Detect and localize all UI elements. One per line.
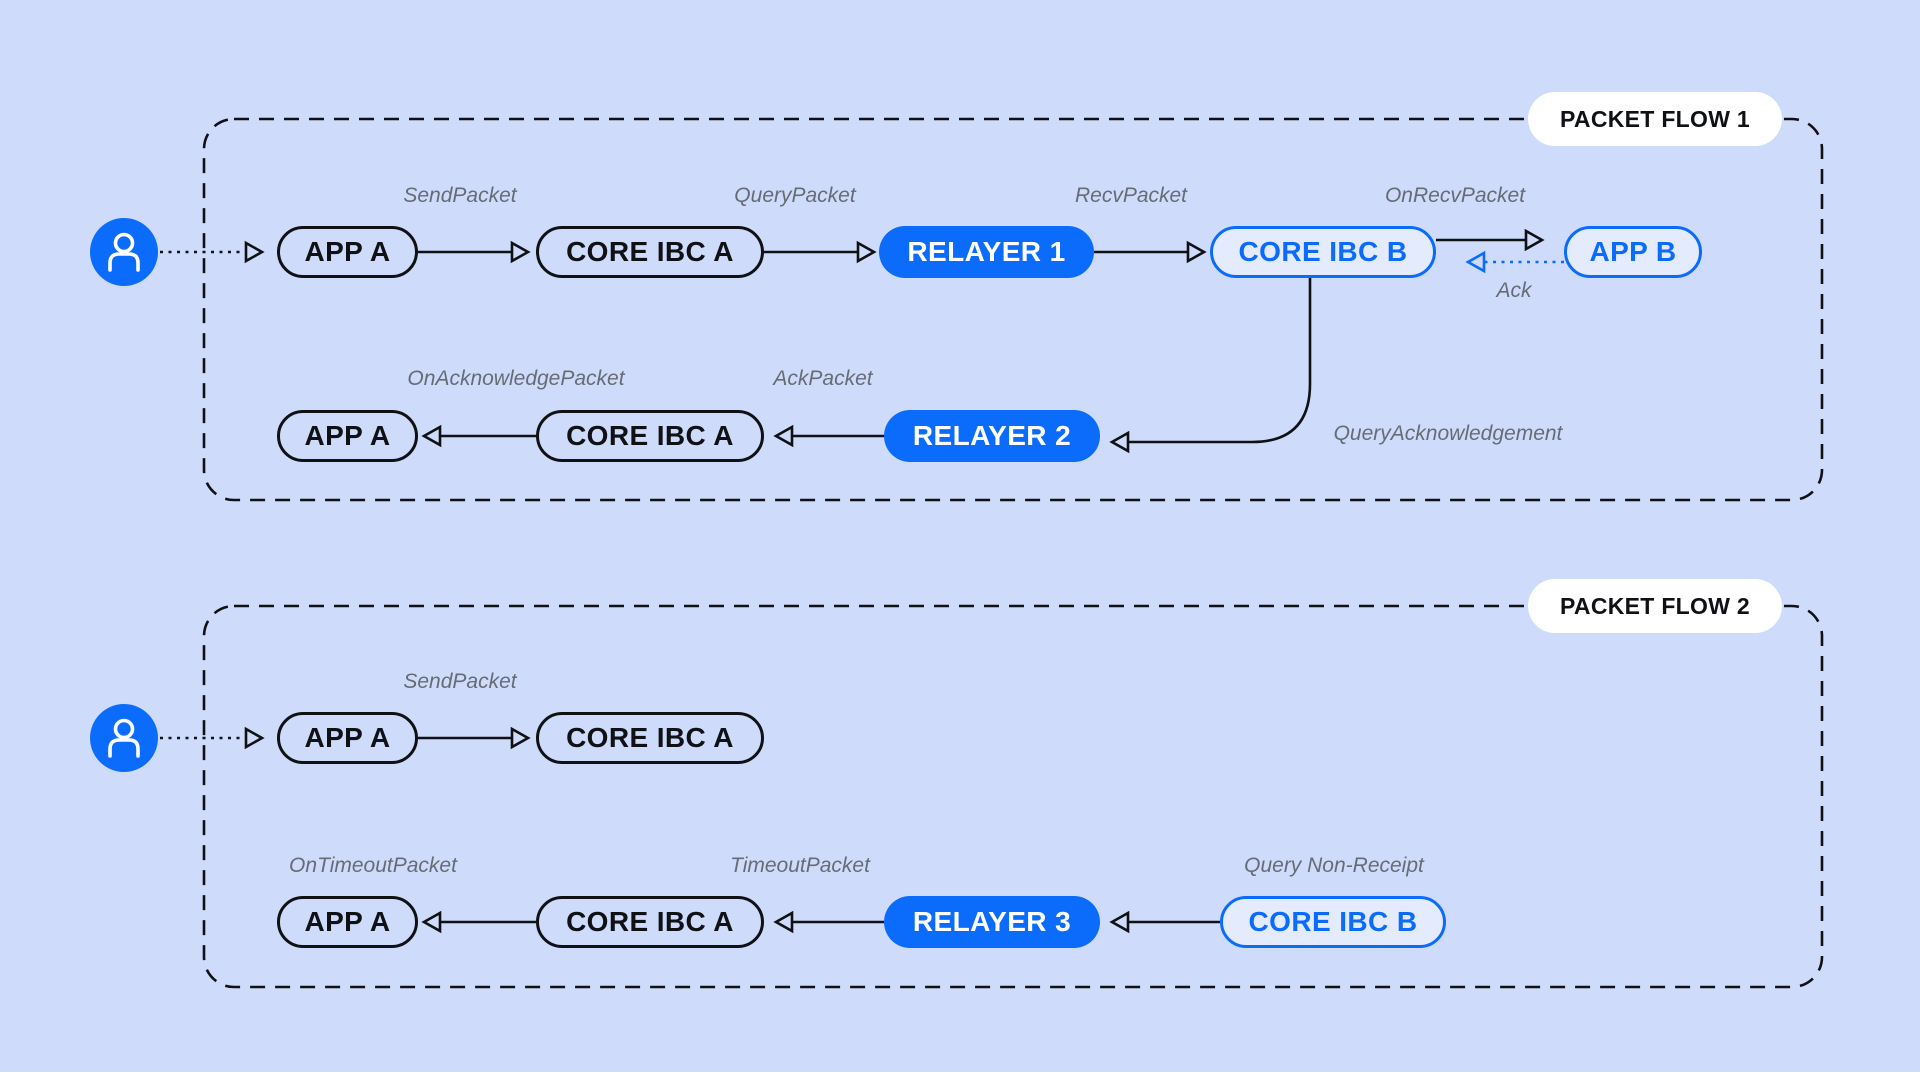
arrow-core-ibc-a-to-app-a-ack: [421, 424, 536, 448]
arrow-core-ibc-a-to-app-a-timeout: [421, 910, 536, 934]
edge-label: SendPacket: [403, 670, 517, 693]
packet-flow-2-label: PACKET FLOW 2: [1528, 579, 1782, 633]
arrow-app-a-to-core-ibc-a-1: [418, 240, 531, 264]
user-icon: [89, 217, 159, 287]
arrow-user-to-app-a-1: [160, 240, 265, 264]
edge-label: QueryAcknowledgement: [1333, 422, 1563, 445]
arrow-user-to-app-a-2: [160, 726, 265, 750]
node-relayer-2: RELAYER 2: [884, 410, 1100, 462]
node-relayer-3: RELAYER 3: [884, 896, 1100, 948]
node-core-ibc-a-1: CORE IBC A: [536, 226, 764, 278]
node-app-a-2: APP A: [277, 410, 418, 462]
edge-label: Query Non-Receipt: [1244, 854, 1424, 877]
node-app-a-4: APP A: [277, 896, 418, 948]
node-core-ibc-a-4: CORE IBC A: [536, 896, 764, 948]
arrow-core-ibc-b-to-relayer-3: [1109, 910, 1220, 934]
edge-label: Ack: [1496, 279, 1532, 302]
node-core-ibc-a-3: CORE IBC A: [536, 712, 764, 764]
arrow-relayer-1-to-core-ibc-b: [1094, 240, 1207, 264]
arrow-relayer-3-to-core-ibc-a: [773, 910, 884, 934]
arrow-core-ibc-a-to-relayer-1: [764, 240, 877, 264]
packet-flow-1-label: PACKET FLOW 1: [1528, 92, 1782, 146]
packet-flow-2-box: [202, 604, 1824, 989]
edge-label: RecvPacket: [1074, 184, 1188, 207]
arrow-relayer-2-to-core-ibc-a: [773, 424, 884, 448]
arrow-app-a-to-core-ibc-a-2: [418, 726, 531, 750]
node-app-a-1: APP A: [277, 226, 418, 278]
arrow-ack-app-b-to-core-ibc-b: [1465, 250, 1564, 274]
packet-flow-1-box: [202, 117, 1824, 502]
edge-label: TimeoutPacket: [730, 854, 870, 877]
edge-label: SendPacket: [403, 184, 517, 207]
edge-label: OnRecvPacket: [1384, 184, 1526, 207]
arrow-core-ibc-b-to-app-b: [1436, 228, 1545, 252]
user-icon: [89, 703, 159, 773]
node-core-ibc-b-2: CORE IBC B: [1220, 896, 1446, 948]
edge-label: OnAcknowledgePacket: [407, 367, 625, 390]
node-app-b: APP B: [1564, 226, 1702, 278]
edge-label: OnTimeoutPacket: [289, 854, 457, 877]
arrow-core-ibc-b-to-relayer-2-curve: [1109, 278, 1312, 454]
node-relayer-1: RELAYER 1: [879, 226, 1094, 278]
edge-label: AckPacket: [773, 367, 873, 390]
node-core-ibc-a-2: CORE IBC A: [536, 410, 764, 462]
node-core-ibc-b-1: CORE IBC B: [1210, 226, 1436, 278]
node-app-a-3: APP A: [277, 712, 418, 764]
edge-label: QueryPacket: [734, 184, 856, 207]
bottom-strip: [0, 1072, 1920, 1080]
